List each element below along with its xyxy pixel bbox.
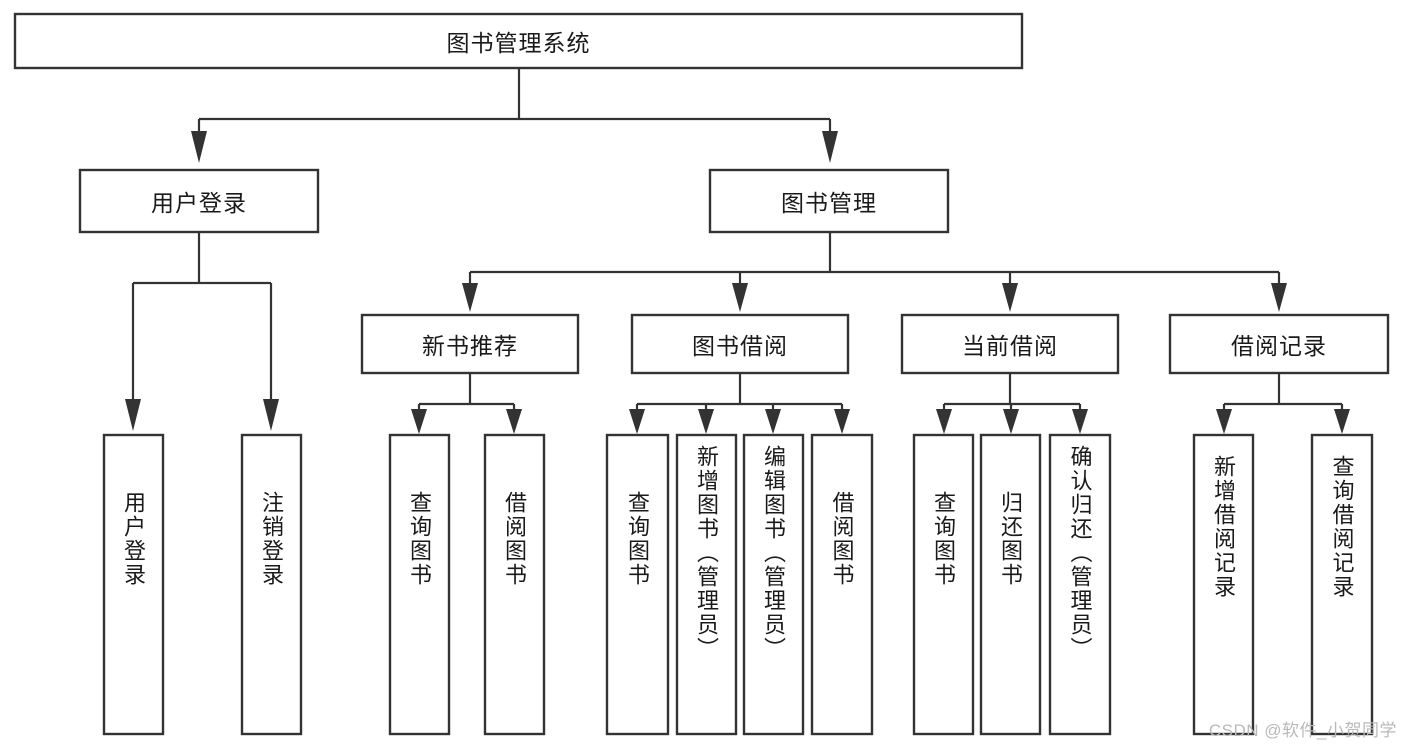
node-current-borrow[interactable] xyxy=(900,313,1120,375)
arrow-to-user-login xyxy=(191,131,207,163)
arrow-to-leaf-return-book xyxy=(1003,409,1019,434)
arrow-to-leaf-edit-book xyxy=(765,409,781,434)
arrow-to-leaf-query-book-2 xyxy=(629,409,645,434)
arrow-to-leaf-query-book-1 xyxy=(411,409,427,434)
arrow-to-current-borrow xyxy=(1002,283,1018,312)
leaf-borrow-book-1[interactable] xyxy=(483,433,546,736)
node-borrow-record[interactable] xyxy=(1168,313,1390,375)
arrow-to-new-book xyxy=(462,283,478,312)
leaf-query-book-2[interactable] xyxy=(605,433,670,736)
arrow-to-leaf-user-login xyxy=(125,399,141,431)
node-new-book-recommend[interactable] xyxy=(360,313,580,375)
arrow-to-book-borrow xyxy=(732,283,748,312)
arrow-to-leaf-add-record xyxy=(1216,409,1232,434)
arrow-to-leaf-borrow-book-2 xyxy=(834,409,850,434)
leaf-confirm-return[interactable] xyxy=(1048,433,1112,736)
leaf-query-book-1[interactable] xyxy=(388,433,451,736)
leaf-return-book[interactable] xyxy=(979,433,1042,736)
leaf-query-record[interactable] xyxy=(1310,433,1374,736)
arrow-to-leaf-query-book-3 xyxy=(936,409,952,434)
node-user-login[interactable] xyxy=(78,168,320,234)
watermark-text: CSDN @软件_小贺同学 xyxy=(1208,721,1397,740)
node-root[interactable] xyxy=(13,12,1024,70)
leaf-user-login[interactable] xyxy=(102,433,165,736)
arrow-to-leaf-borrow-book-1 xyxy=(506,409,522,434)
arrow-to-book-mgmt xyxy=(822,131,838,163)
leaf-query-book-3[interactable] xyxy=(912,433,975,736)
arrow-to-borrow-record xyxy=(1271,283,1287,312)
arrow-to-leaf-query-record xyxy=(1334,409,1350,434)
arrow-to-leaf-confirm-return xyxy=(1072,409,1088,434)
leaf-borrow-book-2[interactable] xyxy=(810,433,874,736)
leaf-edit-book[interactable] xyxy=(742,433,805,736)
arrow-to-leaf-logout xyxy=(263,399,279,431)
leaf-add-book[interactable] xyxy=(675,433,738,736)
arrow-to-leaf-add-book xyxy=(698,409,714,434)
node-book-borrow[interactable] xyxy=(630,313,850,375)
leaf-logout[interactable] xyxy=(240,433,303,736)
node-box-group xyxy=(13,12,1390,736)
leaf-add-record[interactable] xyxy=(1192,433,1255,736)
connector-group xyxy=(125,68,1350,434)
node-book-management[interactable] xyxy=(708,168,950,234)
